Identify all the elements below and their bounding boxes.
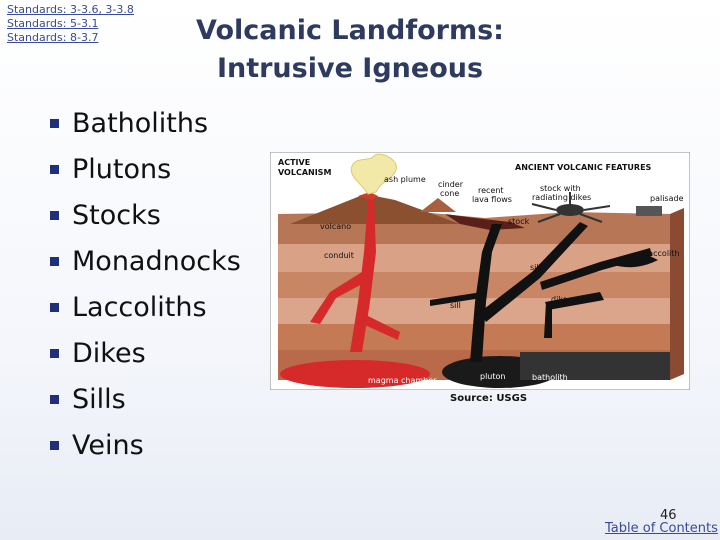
bullet-item: Monadnocks [48, 238, 241, 284]
label-cinder-cone: cinder [438, 180, 464, 189]
sill [545, 292, 604, 310]
label-ash-plume: ash plume [384, 175, 426, 184]
label-dike: dike [551, 295, 568, 304]
volcanic-landforms-diagram: ACTIVE VOLCANISM ANCIENT VOLCANIC FEATUR… [270, 152, 690, 390]
radiating-dikes [531, 192, 611, 223]
table-of-contents-link[interactable]: Table of Contents [605, 521, 718, 536]
bullet-text: Monadnocks [72, 245, 241, 277]
square-bullet-icon [50, 210, 59, 220]
dike [480, 222, 588, 322]
red-sill [358, 312, 400, 340]
red-dike [310, 272, 366, 324]
label-stock: stock [508, 217, 530, 226]
slide-title-line: Intrusive Igneous [216, 53, 484, 84]
bullet-text: Veins [72, 429, 144, 461]
ash-plume [350, 153, 397, 195]
bullet-text: Batholiths [72, 107, 209, 139]
label-active: VOLCANISM [278, 168, 331, 177]
square-bullet-icon [50, 440, 59, 450]
laccolith [610, 253, 658, 268]
standards-link[interactable]: Standards: 5-3.1 [7, 17, 99, 30]
label-magma-chamber: magma chamber [368, 376, 437, 385]
bullet-text: Sills [72, 383, 126, 415]
volcano-cone [290, 194, 460, 224]
square-bullet-icon [50, 302, 59, 312]
label-stock-radiating: radiating dikes [532, 193, 591, 202]
palisade [636, 206, 662, 216]
label-recent-lava: lava flows [472, 195, 512, 204]
label-stock-radiating: stock with [540, 184, 581, 193]
standards-links: Standards: 3-3.6, 3-3.8 Standards: 5-3.1… [7, 3, 134, 45]
bullet-list: Batholiths Plutons Stocks Monadnocks Lac… [48, 100, 241, 468]
label-pluton: pluton [480, 372, 505, 381]
bullet-item: Dikes [48, 330, 241, 376]
bullet-text: Dikes [72, 337, 146, 369]
bullet-item: Batholiths [48, 100, 241, 146]
bullet-item: Stocks [48, 192, 241, 238]
label-conduit: conduit [324, 251, 354, 260]
page-number: 46 [660, 508, 677, 523]
image-source: Source: USGS [450, 393, 528, 404]
cinder-cone [420, 198, 456, 212]
volcano-vent [358, 192, 378, 200]
bullet-text: Plutons [72, 153, 172, 185]
square-bullet-icon [50, 348, 59, 358]
label-ancient: ANCIENT VOLCANIC FEATURES [515, 163, 652, 172]
standards-link[interactable]: Standards: 8-3.7 [7, 31, 99, 44]
bullet-item: Laccoliths [48, 284, 241, 330]
square-bullet-icon [50, 164, 59, 174]
label-sill: sill [450, 301, 461, 310]
magma-chamber [280, 360, 430, 388]
label-cinder-cone: cone [440, 189, 459, 198]
slide-title-line: Volcanic Landforms: [196, 15, 504, 46]
stock [470, 224, 502, 362]
bullet-text: Laccoliths [72, 291, 207, 323]
bullet-text: Stocks [72, 199, 161, 231]
label-batholith: batholith [532, 373, 568, 382]
label-volcano: volcano [320, 222, 351, 231]
label-active: ACTIVE [278, 158, 310, 167]
label-laccolith: laccolith [646, 249, 679, 258]
square-bullet-icon [50, 118, 59, 128]
dike [544, 302, 552, 338]
slide-title: Volcanic Landforms: Intrusive Igneous [170, 12, 530, 88]
lava-flow [445, 214, 525, 230]
diagram-side-face [670, 208, 684, 380]
bullet-item: Veins [48, 422, 241, 468]
bullet-item: Plutons [48, 146, 241, 192]
standards-link[interactable]: Standards: 3-3.6, 3-3.8 [7, 3, 134, 16]
square-bullet-icon [50, 394, 59, 404]
sill [430, 292, 482, 306]
label-palisade: palisade [650, 194, 684, 203]
stock-with-dikes [556, 204, 584, 216]
bullet-item: Sills [48, 376, 241, 422]
batholith [520, 352, 670, 380]
label-recent-lava: recent [478, 186, 504, 195]
square-bullet-icon [50, 256, 59, 266]
label-sill: sill [530, 263, 541, 272]
